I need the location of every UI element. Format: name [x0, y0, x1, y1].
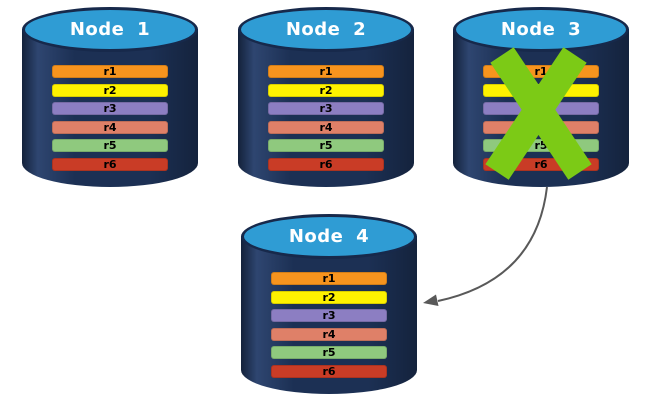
replica-label: r6 — [319, 157, 333, 171]
replica-bar: r2 — [52, 83, 168, 97]
replica-label: r1 — [103, 65, 117, 78]
replica-bar: r5 — [52, 139, 168, 152]
replica-label: r4 — [319, 120, 333, 134]
replica-bar: r4 — [483, 120, 599, 134]
node-1-title: Node 1 — [69, 19, 151, 40]
replica-bar: r4 — [52, 120, 168, 134]
replica-label: r4 — [322, 327, 336, 341]
replica-bar: r3 — [52, 102, 168, 115]
replica-label: r3 — [319, 102, 333, 115]
node-4: Node 4 r1 r2 r3 r4 r5 r6 — [241, 214, 417, 394]
replica-label: r1 — [322, 272, 336, 285]
replica-label: r2 — [319, 83, 333, 97]
node-2-replica-list: r1 r2 r3 r4 r5 r6 — [268, 65, 384, 176]
replica-bar: r2 — [483, 83, 599, 97]
replica-label: r3 — [534, 102, 548, 115]
replica-bar: r6 — [268, 157, 384, 171]
node-4-replica-list: r1 r2 r3 r4 r5 r6 — [271, 272, 387, 383]
node-2-title: Node 2 — [285, 19, 367, 40]
replica-bar: r6 — [271, 364, 387, 378]
replica-label: r5 — [319, 139, 333, 152]
replica-label: r4 — [103, 120, 117, 134]
replica-bar: r5 — [483, 139, 599, 152]
replica-label: r1 — [319, 65, 333, 78]
replica-bar: r3 — [483, 102, 599, 115]
node-2-cylinder-body — [238, 29, 414, 187]
arrowhead-icon — [423, 294, 439, 306]
node-1-replica-list: r1 r2 r3 r4 r5 r6 — [52, 65, 168, 176]
replica-bar: r2 — [271, 290, 387, 304]
replica-label: r3 — [322, 309, 336, 322]
replica-bar: r3 — [271, 309, 387, 322]
replica-label: r6 — [103, 157, 117, 171]
replica-label: r2 — [103, 83, 117, 97]
replica-label: r6 — [534, 157, 548, 171]
replica-label: r1 — [534, 65, 548, 78]
replica-label: r2 — [534, 83, 548, 97]
node-1: Node 1 r1 r2 r3 r4 r5 r6 — [22, 7, 198, 187]
node-4-cylinder-top: Node 4 — [241, 214, 417, 259]
node-3-replica-list: r1 r2 r3 r4 r5 r6 — [483, 65, 599, 176]
node-3-cylinder-top: Node 3 — [453, 7, 629, 52]
replica-label: r5 — [534, 139, 548, 152]
replica-bar: r1 — [268, 65, 384, 78]
replica-label: r4 — [534, 120, 548, 134]
rebalance-arrow — [423, 186, 548, 306]
node-3-title: Node 3 — [500, 19, 582, 40]
replica-bar: r1 — [483, 65, 599, 78]
replica-bar: r3 — [268, 102, 384, 115]
node-4-title: Node 4 — [288, 226, 370, 247]
node-3: Node 3 r1 r2 r3 r4 r5 r6 — [453, 7, 629, 187]
replica-label: r5 — [322, 346, 336, 359]
replica-bar: r4 — [268, 120, 384, 134]
replica-label: r6 — [322, 364, 336, 378]
replica-bar: r5 — [271, 346, 387, 359]
node-2-cylinder-top: Node 2 — [238, 7, 414, 52]
replica-bar: r1 — [52, 65, 168, 78]
replica-bar: r1 — [271, 272, 387, 285]
node-1-cylinder-top: Node 1 — [22, 7, 198, 52]
replica-label: r5 — [103, 139, 117, 152]
replica-bar: r6 — [483, 157, 599, 171]
node-2: Node 2 r1 r2 r3 r4 r5 r6 — [238, 7, 414, 187]
replica-label: r2 — [322, 290, 336, 304]
replica-bar: r6 — [52, 157, 168, 171]
replica-bar: r4 — [271, 327, 387, 341]
replica-bar: r2 — [268, 83, 384, 97]
replica-label: r3 — [103, 102, 117, 115]
replica-bar: r5 — [268, 139, 384, 152]
